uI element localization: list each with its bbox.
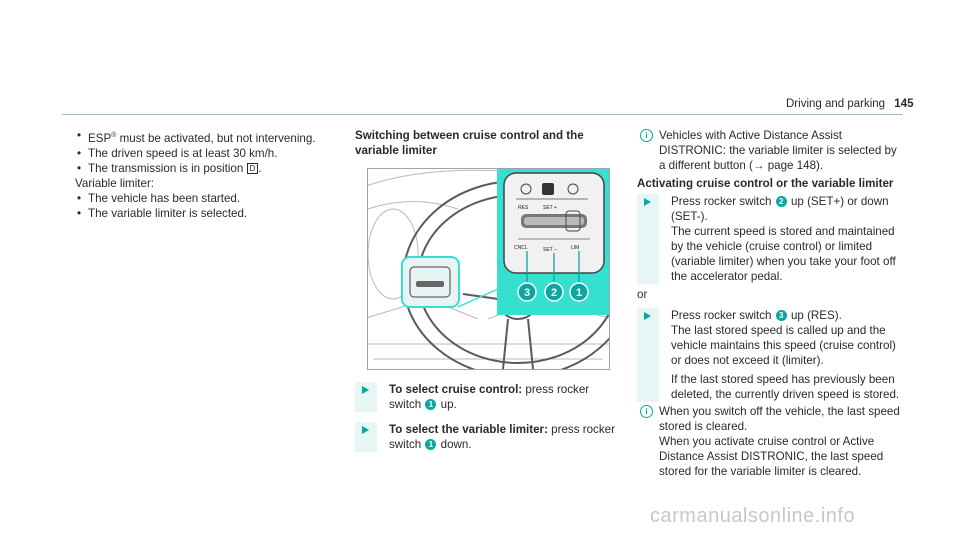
column-activating: i Vehicles with Active Distance Assist D… bbox=[637, 128, 902, 479]
set-plus-label: SET + bbox=[543, 205, 557, 211]
instruction-step: Press rocker switch 3 up (RES). The last… bbox=[637, 308, 902, 402]
callout-badge: 1 bbox=[425, 399, 437, 410]
set-minus-label: SET – bbox=[543, 247, 557, 253]
callout-3: 3 bbox=[524, 287, 530, 299]
or-separator: or bbox=[637, 288, 648, 301]
gear-d-symbol: D bbox=[246, 162, 259, 174]
play-arrow-icon bbox=[355, 382, 377, 412]
instruction-step: To select cruise control: press rocker s… bbox=[355, 382, 615, 412]
list-item: ESP® must be activated, but not interven… bbox=[75, 128, 340, 146]
callout-1: 1 bbox=[576, 287, 582, 299]
watermark: carmanualsonline.info bbox=[650, 505, 856, 527]
column-switching: Switching between cruise control and the… bbox=[355, 128, 615, 452]
section-heading: Activating cruise control or the variabl… bbox=[637, 177, 894, 190]
info-icon: i bbox=[640, 405, 653, 418]
lim-label: LIM bbox=[571, 245, 579, 251]
callout-badge: 2 bbox=[775, 196, 787, 207]
info-note: i When you switch off the vehicle, the l… bbox=[637, 404, 902, 479]
header-divider bbox=[62, 114, 903, 115]
page-number: 145 bbox=[894, 98, 914, 110]
list-item: The driven speed is at least 30 km/h. bbox=[75, 146, 340, 161]
variable-limiter-label: Variable limiter: bbox=[75, 176, 155, 190]
callout-badge: 1 bbox=[425, 439, 437, 450]
page-reference-link[interactable]: page 148). bbox=[764, 159, 824, 172]
list-item: The variable limiter is selected. bbox=[75, 206, 340, 221]
instruction-step: Press rocker switch 2 up (SET+) or down … bbox=[637, 194, 902, 284]
callout-2: 2 bbox=[551, 287, 557, 299]
column-prerequisites: ESP® must be activated, but not interven… bbox=[75, 128, 340, 221]
steering-wheel-illustration: RES SET + CNCL SET – LIM 3 2 1 bbox=[367, 168, 610, 370]
cncl-label: CNCL bbox=[514, 245, 528, 251]
res-label: RES bbox=[518, 205, 529, 211]
section-heading: Switching between cruise control and the… bbox=[355, 129, 584, 157]
info-icon: i bbox=[640, 129, 653, 142]
instruction-step: To select the variable limiter: press ro… bbox=[355, 422, 615, 452]
callout-badge: 3 bbox=[775, 310, 787, 321]
play-arrow-icon bbox=[637, 308, 659, 402]
play-arrow-icon bbox=[355, 422, 377, 452]
info-note: i Vehicles with Active Distance Assist D… bbox=[637, 128, 902, 173]
list-item: The vehicle has been started. bbox=[75, 191, 340, 206]
list-item: The transmission is in position D. bbox=[75, 161, 340, 176]
callout-lines bbox=[457, 288, 499, 308]
section-title: Driving and parking bbox=[786, 98, 886, 110]
page-header: Driving and parking 145 bbox=[786, 98, 913, 110]
play-arrow-icon bbox=[637, 194, 659, 284]
